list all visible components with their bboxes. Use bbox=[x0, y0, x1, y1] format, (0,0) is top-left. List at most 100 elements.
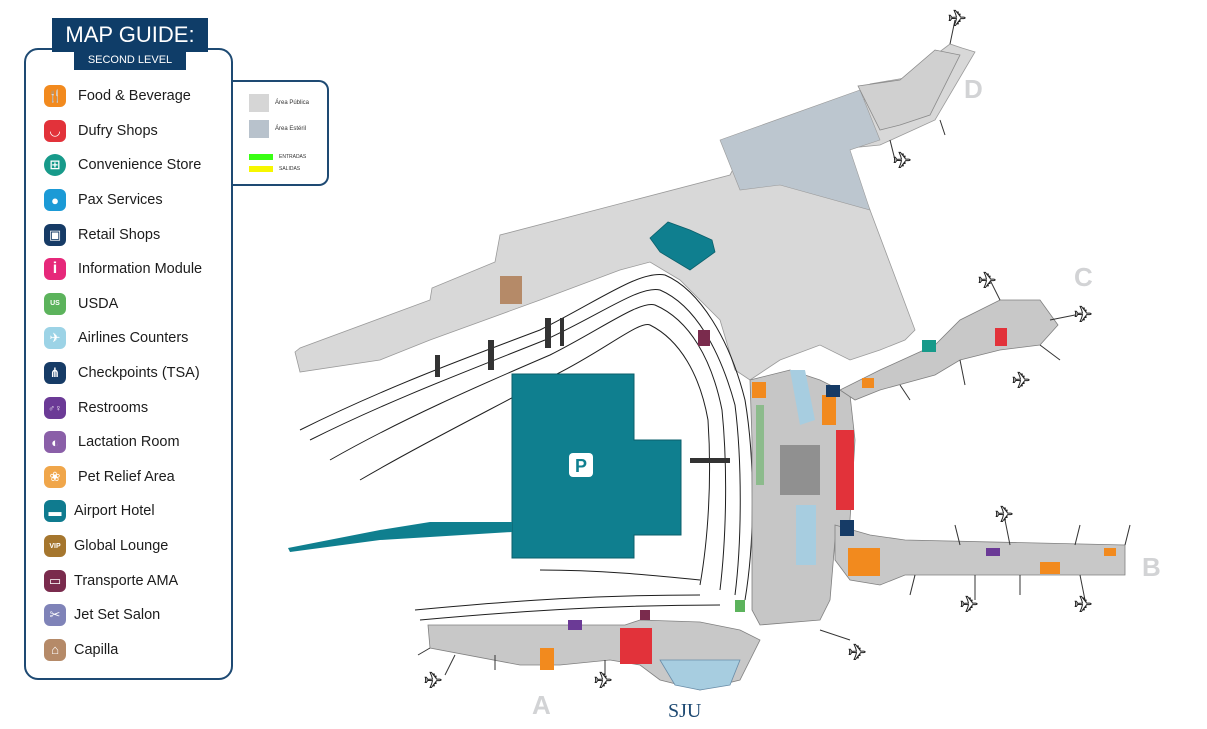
svg-text:✈: ✈ bbox=[848, 641, 866, 666]
svg-text:✈: ✈ bbox=[948, 7, 966, 32]
airport-hotel-building bbox=[649, 221, 716, 271]
legend-item-convenience-store: ⊞ Convenience Store bbox=[44, 148, 202, 183]
key-entrances-row: ENTRADAS bbox=[249, 154, 306, 160]
legend-label: Dufry Shops bbox=[78, 122, 158, 139]
public-area-label: Área Pública bbox=[275, 100, 310, 106]
info-icon: i bbox=[44, 258, 66, 281]
legend-label: Restrooms bbox=[78, 399, 149, 416]
sterile-area-label: Área Estéril bbox=[275, 126, 307, 132]
legend-label: Information Module bbox=[78, 261, 203, 278]
terminal-b-label: B bbox=[1142, 552, 1161, 582]
legend-item-restrooms: ♂♀ Restrooms bbox=[44, 390, 202, 425]
sterile-area-d bbox=[719, 89, 881, 211]
airplane-icon: ✈ bbox=[44, 327, 66, 350]
key-public-row: Área Pública bbox=[249, 94, 309, 112]
terminal-a-label: A bbox=[532, 690, 551, 720]
lactation-icon: ◐ bbox=[44, 431, 66, 454]
legend-label: Airlines Counters bbox=[78, 330, 189, 347]
security-checkpoint bbox=[780, 445, 820, 495]
road-crossings bbox=[435, 318, 730, 463]
exits-label: SALIDAS bbox=[279, 166, 301, 172]
checkpoint-icon: ⋔ bbox=[44, 362, 66, 385]
legend-item-pax-services: ● Pax Services bbox=[44, 183, 202, 218]
legend-item-airport-hotel: ▬ Airport Hotel bbox=[44, 494, 202, 529]
legend-item-transporte-ama: ▭ Transporte AMA bbox=[44, 563, 202, 598]
chapel-icon: ⌂ bbox=[44, 638, 66, 661]
terminal-c-label: C bbox=[1074, 262, 1093, 292]
svg-text:✈: ✈ bbox=[1074, 303, 1092, 328]
sterile-corridor-b bbox=[796, 505, 816, 565]
svg-text:✈: ✈ bbox=[1012, 369, 1030, 394]
legend-label: Transporte AMA bbox=[74, 572, 179, 589]
airport-code: SJU bbox=[668, 700, 702, 722]
usda-icon: US bbox=[44, 292, 66, 315]
entrances-swatch bbox=[249, 154, 273, 160]
legend-label: Jet Set Salon bbox=[74, 607, 161, 624]
legend-label: Airport Hotel bbox=[74, 503, 155, 520]
legend-item-food-beverage: 🍴 Food & Beverage bbox=[44, 79, 202, 114]
legend-item-usda: US USDA bbox=[44, 287, 202, 322]
legend-label: Retail Shops bbox=[78, 226, 161, 243]
bus-icon: ▭ bbox=[44, 569, 66, 592]
fork-knife-icon: 🍴 bbox=[44, 85, 66, 108]
svg-text:✈: ✈ bbox=[594, 669, 612, 694]
svg-text:✈: ✈ bbox=[424, 669, 442, 694]
dufry-icon: ◡ bbox=[44, 119, 66, 142]
legend-item-pet-relief-area: ❀ Pet Relief Area bbox=[44, 460, 202, 495]
legend-label: Food & Beverage bbox=[78, 88, 191, 105]
legend-item-global-lounge: VIP Global Lounge bbox=[44, 529, 202, 564]
key-exits-row: SALIDAS bbox=[249, 166, 300, 172]
basket-icon: ⊞ bbox=[44, 154, 66, 177]
shopping-bag-icon: ▣ bbox=[44, 223, 66, 246]
entrance-ramp bbox=[288, 522, 512, 552]
legend-label: Checkpoints (TSA) bbox=[78, 365, 200, 382]
exits-swatch bbox=[249, 166, 273, 172]
legend-item-retail-shops: ▣ Retail Shops bbox=[44, 217, 202, 252]
legend-item-lactation-room: ◐ Lactation Room bbox=[44, 425, 202, 460]
legend-label: USDA bbox=[78, 295, 119, 312]
terminal-c-pier bbox=[839, 299, 1059, 401]
area-key: Área Pública Área Estéril ENTRADAS SALID… bbox=[233, 80, 329, 186]
legend-list: 🍴 Food & Beverage ◡ Dufry Shops ⊞ Conven… bbox=[44, 79, 202, 667]
legend-item-airlines-counters: ✈ Airlines Counters bbox=[44, 321, 202, 356]
legend-label: Convenience Store bbox=[78, 157, 202, 174]
scissors-icon: ✂ bbox=[44, 604, 66, 627]
person-icon: ● bbox=[44, 189, 66, 212]
terminal-d-label: D bbox=[964, 74, 983, 104]
svg-text:✈: ✈ bbox=[978, 269, 996, 294]
map-guide-title: MAP GUIDE: bbox=[52, 18, 208, 52]
parking-sign bbox=[569, 453, 593, 477]
terminal-a-arrival-loop bbox=[659, 659, 741, 691]
paw-icon: ❀ bbox=[44, 465, 66, 488]
svg-text:✈: ✈ bbox=[893, 149, 911, 174]
map-guide-subtitle: SECOND LEVEL bbox=[74, 50, 186, 70]
vip-icon: VIP bbox=[44, 535, 66, 558]
legend-item-dufry-shops: ◡ Dufry Shops bbox=[44, 114, 202, 149]
parking-icon: P bbox=[575, 456, 587, 476]
sterile-area-swatch bbox=[249, 120, 269, 138]
legend-label: Global Lounge bbox=[74, 538, 169, 555]
svg-text:✈: ✈ bbox=[960, 593, 978, 618]
restroom-icon: ♂♀ bbox=[44, 396, 66, 419]
parking-garage bbox=[511, 373, 682, 559]
key-sterile-row: Área Estéril bbox=[249, 120, 306, 138]
legend-item-checkpoints: ⋔ Checkpoints (TSA) bbox=[44, 356, 202, 391]
legend-label: Pet Relief Area bbox=[78, 468, 175, 485]
svg-text:✈: ✈ bbox=[995, 503, 1013, 528]
concession-spaces bbox=[500, 276, 1116, 670]
terminal-d-pier bbox=[857, 49, 961, 131]
bed-icon: ▬ bbox=[44, 500, 66, 523]
legend-item-capilla: ⌂ Capilla bbox=[44, 633, 202, 668]
legend-label: Pax Services bbox=[78, 192, 163, 209]
svg-text:✈: ✈ bbox=[1074, 593, 1092, 618]
aircraft-icons: ✈ ✈ ✈ ✈ ✈ ✈ ✈ ✈ ✈ ✈ ✈ bbox=[424, 7, 1093, 695]
entrances-label: ENTRADAS bbox=[279, 154, 307, 160]
public-area-swatch bbox=[249, 94, 269, 112]
legend-label: Lactation Room bbox=[78, 434, 180, 451]
gates bbox=[417, 19, 1131, 676]
legend-item-information-module: i Information Module bbox=[44, 252, 202, 287]
legend-label: Capilla bbox=[74, 641, 119, 658]
legend-item-jet-set-salon: ✂ Jet Set Salon bbox=[44, 598, 202, 633]
sterile-corridor-c bbox=[790, 370, 815, 425]
